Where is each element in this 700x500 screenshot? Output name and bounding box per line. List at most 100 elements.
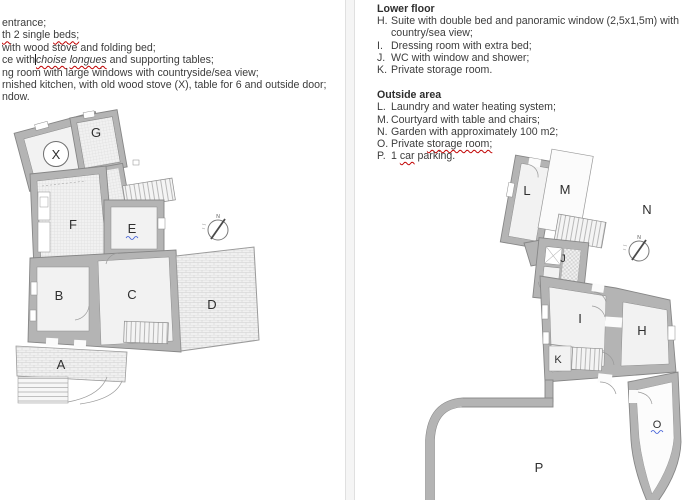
line-text: rnished kitchen, with old wood stove (X)…: [2, 78, 327, 91]
path-curve: [67, 376, 108, 403]
compass-n-label: N: [637, 235, 641, 241]
description-line: entrance;: [2, 17, 340, 29]
item-key: K.: [377, 64, 388, 77]
sink: [39, 196, 49, 208]
line-text: and supporting tables;: [106, 54, 214, 67]
list-item: P. 1 car parking.: [377, 150, 692, 162]
item-text: Dressing room with extra bed;: [391, 39, 532, 52]
item-key: J.: [377, 51, 386, 64]
room-label-m: M: [560, 182, 571, 197]
item-key: H.: [377, 15, 388, 28]
room-label-k: K: [554, 354, 562, 366]
window: [30, 281, 38, 296]
window: [541, 304, 549, 320]
description-line: rnished kitchen, with old wood stove (X)…: [2, 79, 340, 91]
grammar-squiggle: [650, 430, 664, 434]
description-line: th 2 single beds;: [2, 29, 340, 41]
list-item: M.Courtyard with table and chairs;: [377, 114, 692, 126]
compass-n-label: N: [216, 214, 220, 220]
item-text: Laundry and water heating system;: [391, 101, 692, 113]
item-text: Garden with approximately 100 m2;: [391, 126, 692, 138]
list-item: I. Dressing room with extra bed;: [377, 40, 692, 52]
list-item: N.Garden with approximately 100 m2;: [377, 126, 692, 138]
door-arc: [593, 291, 607, 303]
room-f-kitchen: [29, 165, 115, 271]
description-line: ce withchoise longues and supporting tab…: [2, 54, 340, 66]
item-key: I.: [377, 39, 383, 52]
line-text: with wood stove and folding bed;: [2, 41, 156, 54]
room-label-d: D: [207, 297, 216, 312]
room-label-e: E: [128, 221, 137, 236]
line-text: ndow.: [2, 91, 30, 104]
door-arc: [637, 391, 653, 405]
misspelled-word: storage room;: [426, 138, 493, 151]
section-title: Lower floor: [377, 3, 435, 15]
door-gap: [604, 316, 623, 328]
item-text: Private storage room.: [391, 64, 493, 77]
room-label-g: G: [91, 125, 101, 140]
steps: [17, 376, 69, 404]
item-key: N.: [377, 125, 388, 138]
section-title: Outside area: [377, 89, 442, 102]
storage-o: [627, 371, 682, 500]
rooms-i-h-block: [539, 275, 677, 395]
misspelled-word: longues: [69, 54, 107, 67]
item-key: L.: [377, 101, 386, 114]
window: [667, 325, 676, 341]
ground-floor-plan: X G: [13, 109, 260, 405]
door-gap: [629, 390, 638, 403]
page-divider: [345, 0, 355, 500]
door-arc: [591, 305, 606, 318]
parking-label-p: P: [535, 460, 544, 475]
path-curve: [79, 380, 123, 405]
stairs-room-k: [571, 346, 603, 372]
line-text: ce with: [2, 54, 35, 67]
line-text: ng room with large windows with countrys…: [2, 66, 259, 79]
list-item: L. Laundry and water heating system;: [377, 101, 692, 113]
room-e: [103, 199, 166, 257]
misspelled-word: choise: [35, 54, 67, 67]
window: [132, 159, 140, 166]
room-b-floor: [36, 266, 90, 332]
room-g: [69, 109, 128, 176]
misspelled-word: th: [2, 29, 11, 42]
text-cursor: [34, 54, 36, 66]
misspelled-word: car: [399, 150, 415, 163]
list-item: K.Private storage room.: [377, 64, 692, 76]
window: [29, 309, 37, 322]
item-text: Private: [391, 138, 427, 151]
lower-floor-description[interactable]: Lower floor H.Suite with double bed and …: [377, 3, 692, 162]
description-line: ng room with large windows with countrys…: [2, 67, 340, 79]
item-key: P.: [377, 150, 386, 163]
door-arc: [599, 381, 617, 395]
item-text: Private storage room;: [391, 138, 692, 150]
list-item: H.Suite with double bed and panoramic wi…: [377, 15, 692, 39]
list-item: O.Private storage room;: [377, 138, 692, 150]
item-text: 1 car parking.: [391, 150, 692, 162]
door-arc: [74, 305, 90, 321]
item-text: parking.: [414, 150, 456, 163]
garden-label-n: N: [642, 202, 651, 217]
room-label-f: F: [69, 217, 77, 232]
ground-floor-description[interactable]: entrance; th 2 single beds; with wood st…: [2, 17, 340, 104]
item-text: WC with window and shower;: [391, 51, 530, 64]
kitchen-counter: [37, 191, 51, 221]
line-text: entrance;: [2, 17, 47, 29]
description-line: ndow.: [2, 91, 340, 103]
grammar-squiggle: [125, 236, 139, 240]
item-text: Garden with approximately 100 m2;: [391, 125, 559, 138]
kitchen-counter: [37, 221, 51, 253]
room-label-c: C: [127, 287, 136, 302]
terrace-a: [15, 345, 128, 405]
rooms-b-c-block: [27, 249, 182, 353]
item-text: Laundry and water heating system;: [391, 101, 556, 114]
courtyard-wall: [425, 379, 554, 500]
room-label-i: I: [578, 311, 582, 326]
door-arc: [601, 351, 615, 366]
room-label-a: A: [57, 357, 66, 372]
misspelled-word: beds;: [53, 29, 80, 42]
door-gap: [591, 283, 605, 293]
room-h-floor: [620, 301, 670, 367]
door-gap: [597, 373, 613, 384]
